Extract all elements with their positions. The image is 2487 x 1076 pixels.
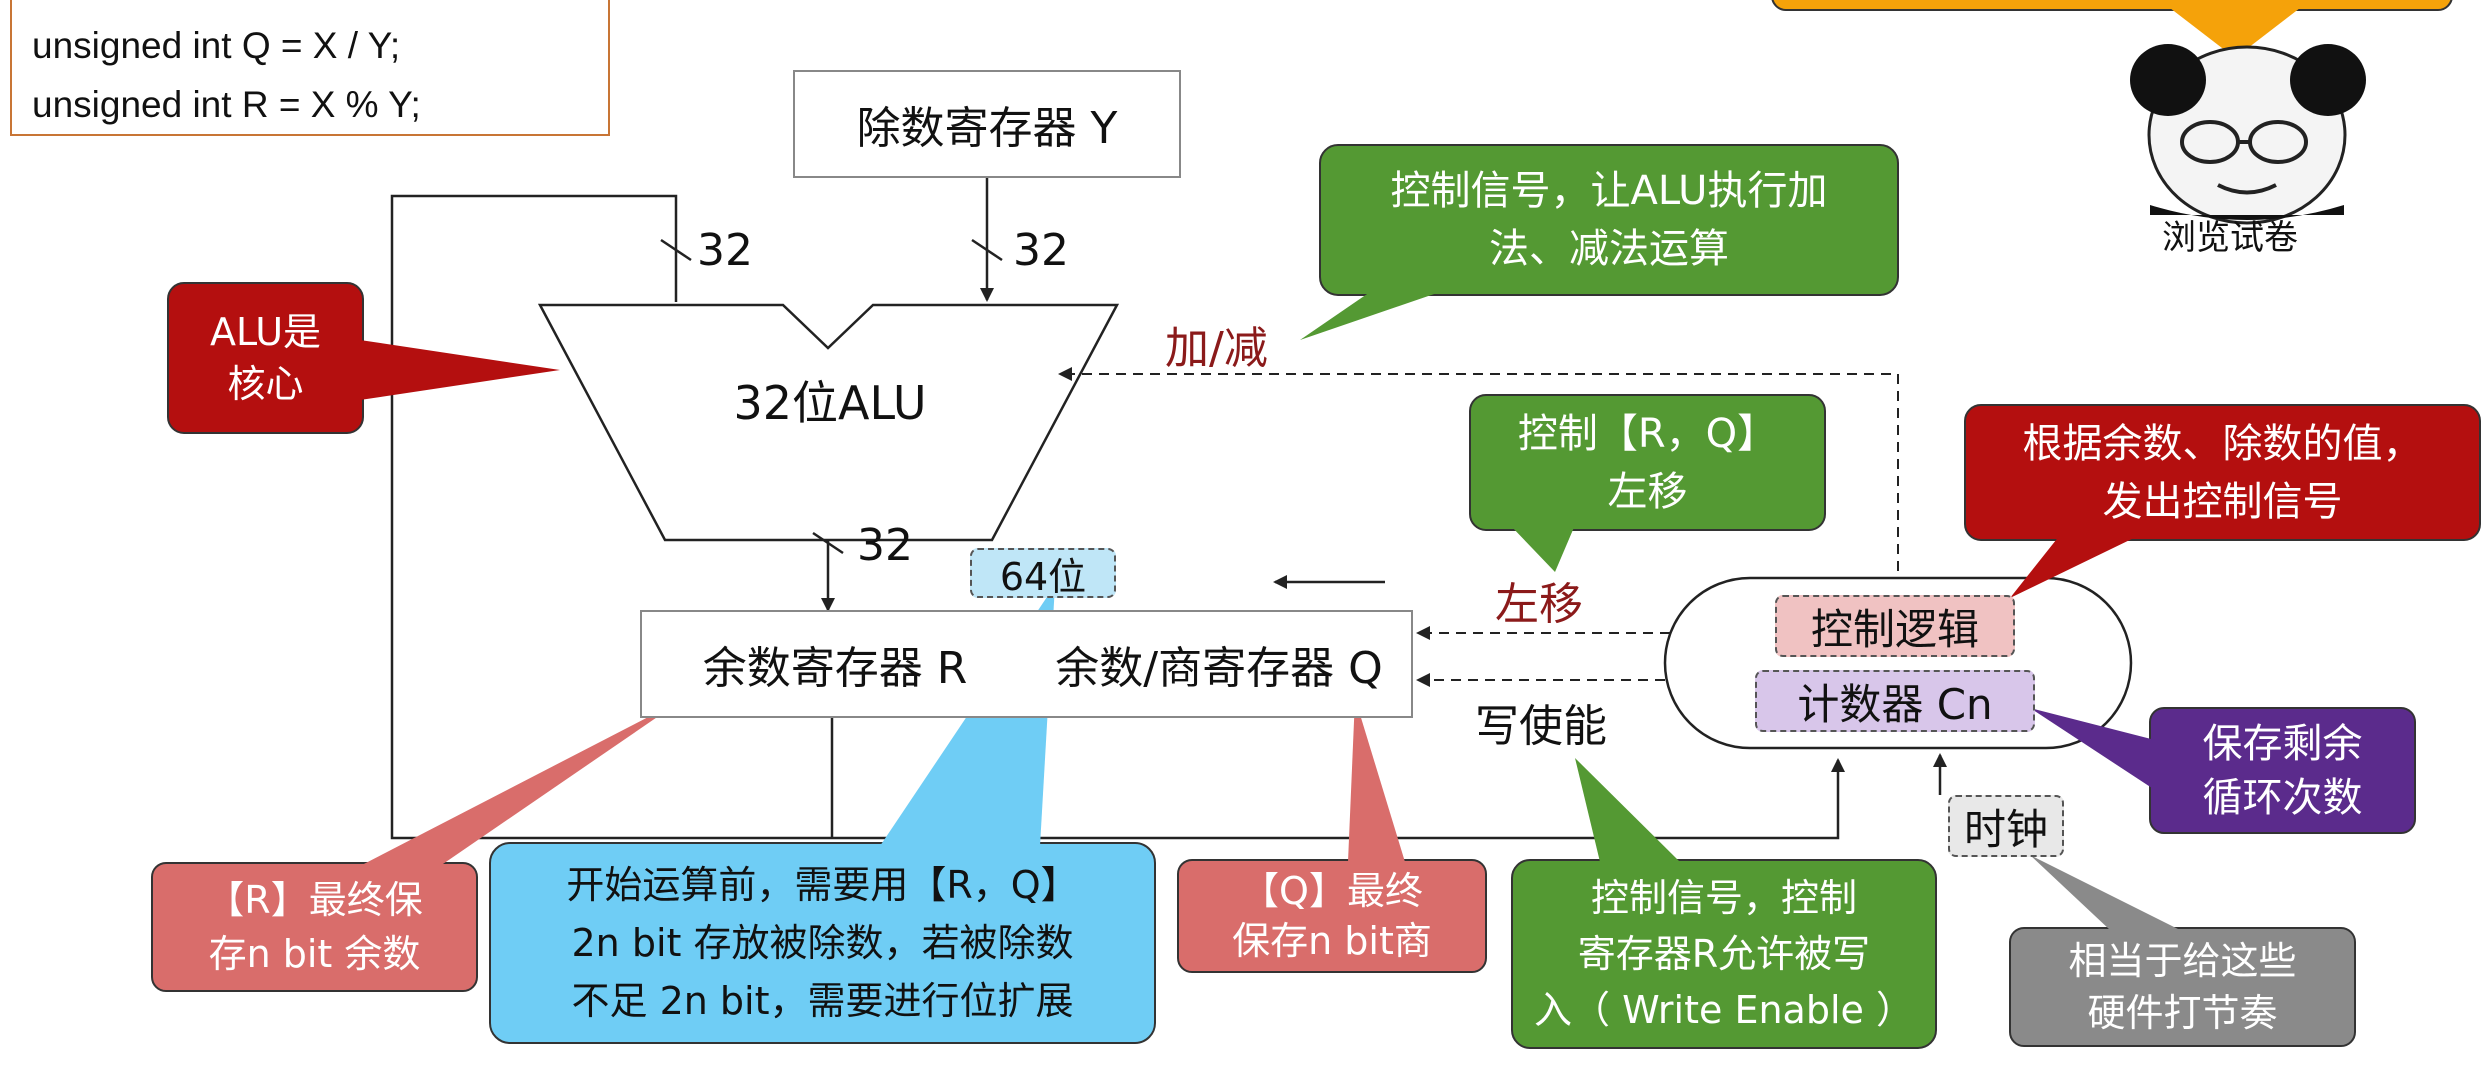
signal-add-sub: 加/减 [1165, 323, 1268, 374]
divisor-register-y: 除数寄存器 Y [793, 70, 1181, 178]
code-snippet-box: unsigned int Q = X / Y; unsigned int R =… [10, 0, 610, 136]
callout-counter: 保存剩余 循环次数 [2202, 720, 2363, 821]
callout-clock-shape [2009, 855, 2356, 1047]
bus-width-right: 32 [1013, 225, 1069, 276]
callout-q-final-shape [1177, 698, 1487, 973]
callout-q-final: 【Q】最终 保存n bit商 [1232, 869, 1432, 963]
width-64-tag: 64位 [970, 548, 1116, 599]
clock-tag: 时钟 [1948, 795, 2064, 857]
dashed-signals [1058, 367, 1899, 687]
callout-write-enable-shape [1511, 758, 1937, 1049]
wires [390, 178, 1947, 840]
callout-counter-shape [2030, 707, 2416, 834]
callout-r-final-shape [151, 698, 685, 992]
orange-speech-bubble [1771, 0, 2453, 58]
remainder-register-r: 余数寄存器 R [640, 610, 1028, 718]
control-logic-tag: 控制逻辑 [1775, 595, 2015, 657]
code-line-quotient: unsigned int Q = X / Y; [32, 25, 401, 66]
code-line-remainder: unsigned int R = X % Y; [32, 84, 421, 125]
callout-alu-control-shape [1300, 144, 1899, 340]
callout-shift-control: 控制【R，Q】 左移 [1517, 410, 1778, 515]
callout-clock: 相当于给这些 硬件打节奏 [2068, 939, 2297, 1035]
callout-control-logic: 根据余数、除数的值， 发出控制信号 [2022, 420, 2423, 525]
callout-control-logic-shape [1964, 404, 2481, 598]
callout-alu-core: ALU是 核心 [209, 310, 322, 406]
quotient-register-q: 余数/商寄存器 Q [1027, 610, 1413, 718]
alu-label: 32位ALU [733, 376, 927, 430]
bus-width-out: 32 [857, 520, 913, 571]
alu-shape [537, 303, 1120, 542]
callout-shift-control-shape [1469, 394, 1826, 572]
panda-mascot-image [2130, 44, 2366, 225]
callout-r-final: 【R】最终保 存n bit 余数 [206, 878, 423, 976]
mascot-caption: 浏览试卷 [2162, 218, 2298, 258]
counter-cn-tag: 计数器 Cn [1755, 670, 2035, 732]
signal-write-enable: 写使能 [1475, 701, 1607, 752]
callout-write-enable: 控制信号，控制 寄存器R允许被写 入（ Write Enable ） [1533, 876, 1914, 1032]
signal-shift-left: 左移 [1495, 579, 1583, 630]
callout-rq-dividend: 开始运算前，需要用【R，Q】 2n bit 存放被除数，若被除数 不足 2n b… [566, 863, 1079, 1023]
callout-alu-control: 控制信号，让ALU执行加 法、减法运算 [1390, 168, 1828, 272]
callout-alu-core-shape [167, 282, 560, 434]
bus-width-left: 32 [697, 225, 753, 276]
